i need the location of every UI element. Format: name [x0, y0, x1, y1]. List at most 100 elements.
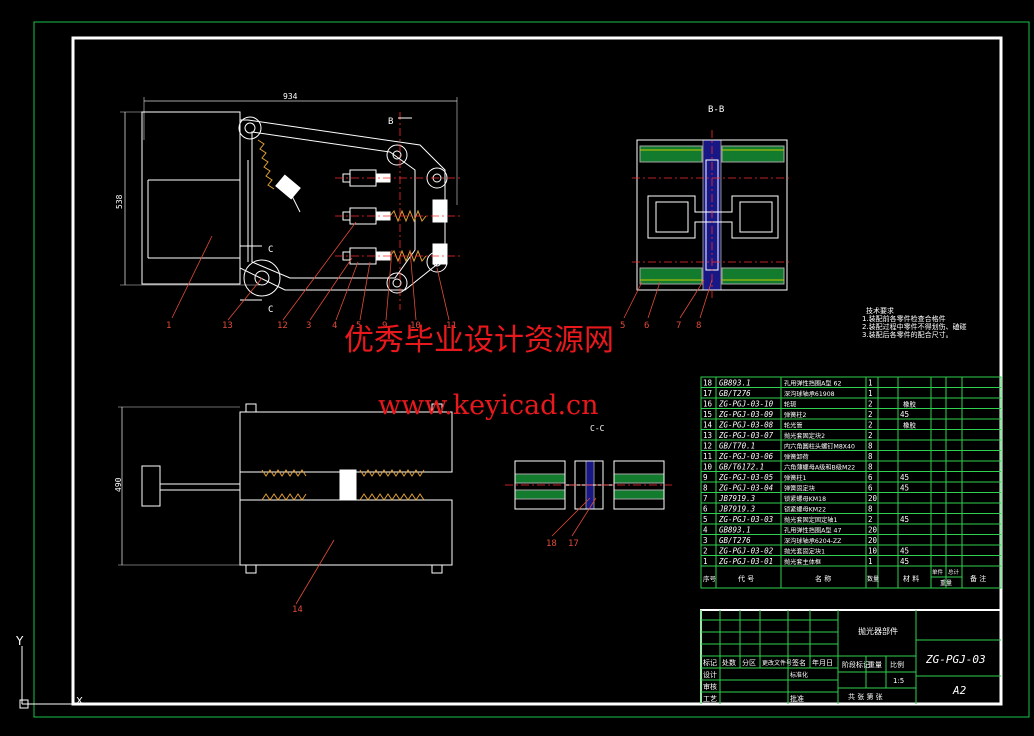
bom-row-name: 深沟球轴承61908	[784, 390, 835, 398]
view-mark-b: B	[388, 117, 393, 127]
cc-label-17: 17	[568, 539, 579, 549]
bom-row-name: 弹簧柱1	[784, 474, 807, 482]
dim-width: 934	[283, 92, 298, 101]
bom-row-qty: 8	[868, 452, 873, 461]
bom-header-qty: 数量	[867, 575, 879, 583]
bom-header-note: 备 注	[970, 574, 986, 583]
bom-row-code: ZG-PGJ-03-08	[718, 421, 774, 430]
watermark-url: www.keyicad.cn	[378, 390, 599, 421]
bom-row-qty: 8	[868, 505, 873, 514]
bom-row-code: JB7919.3	[718, 494, 756, 503]
bom-row-no: 16	[703, 400, 713, 409]
ucs-y-label: Y	[15, 634, 24, 648]
tech-note-2: 2.装配过程中零件不得划伤、磕碰	[862, 322, 967, 331]
bom-row-qty: 2	[868, 515, 873, 524]
bom-row-material: 45	[900, 515, 909, 524]
bom-row-code: ZG-PGJ-03-10	[718, 400, 774, 409]
front-label-5: 5	[356, 321, 361, 331]
rev-label-zone: 分区	[742, 658, 756, 667]
bom-row-material: 45	[900, 557, 909, 566]
section-cc-view	[505, 460, 672, 537]
part-name: 抛光器部件	[858, 626, 898, 636]
bom-row-no: 1	[703, 557, 708, 566]
ucs-icon	[19, 646, 76, 709]
front-view	[120, 97, 460, 321]
bom-row-qty: 1	[868, 389, 873, 398]
front-label-4: 4	[332, 321, 337, 331]
bom-row-name: 深沟球轴承6204-ZZ	[784, 537, 841, 545]
sign-approve: 批准	[790, 694, 804, 703]
bom-row-qty: 1	[868, 379, 873, 388]
bottom-label-14: 14	[292, 605, 303, 615]
rev-label-count: 处数	[722, 658, 736, 667]
bom-row-code: ZG-PGJ-03-05	[718, 473, 774, 482]
bom-row-no: 10	[703, 463, 713, 472]
bom-row-qty: 6	[868, 473, 873, 482]
bom-row-name: 锁紧螺母KM18	[784, 495, 826, 503]
bom-row-material: 45	[900, 410, 909, 419]
bom-header-weight: 重量	[940, 579, 952, 587]
bom-row-name: 轮轭	[784, 401, 796, 409]
section-bb-view	[623, 130, 792, 319]
front-label-13: 13	[222, 321, 233, 331]
bom-row-name: 抛光套主体框	[784, 558, 821, 566]
bom-header-unit: 单件	[932, 568, 944, 576]
tech-note-1: 1.装配前各零件检查合格件	[862, 314, 946, 323]
bom-row-code: ZG-PGJ-03-01	[718, 557, 773, 566]
bom-row-no: 11	[703, 452, 712, 461]
bom-header-total: 总计	[948, 568, 960, 576]
section-mark-c-top: C	[268, 245, 273, 255]
front-label-11: 11	[446, 321, 457, 331]
watermark-cn: 优秀毕业设计资源网	[344, 323, 614, 358]
bom-row-no: 14	[703, 421, 713, 430]
bom-row-qty: 2	[868, 421, 873, 430]
bom-row-code: GB/T276	[719, 536, 751, 545]
bom-row-no: 2	[703, 547, 708, 556]
bom-row-name: 孔用弹性挡圈A型 47	[784, 527, 841, 535]
sheet-size: A2	[952, 684, 967, 697]
bottom-view	[118, 403, 453, 605]
bom-row-name: 锁紧螺母KM22	[784, 506, 826, 514]
bom-row-name: 抛光套固定块2	[784, 432, 825, 440]
bom-row-qty: 2	[868, 431, 873, 440]
bom-row-material: 45	[900, 547, 909, 556]
bom-row-code: GB/T70.1	[719, 442, 755, 451]
bom-row-code: JB7919.3	[718, 505, 756, 514]
bom-row-name: 弹簧固定块	[784, 485, 815, 493]
bom-row-no: 17	[703, 389, 712, 398]
bom-header-name: 名 称	[815, 574, 831, 583]
bb-label-7: 7	[676, 321, 681, 331]
bom-row-code: GB/T6172.1	[719, 463, 764, 472]
rev-label-date: 年月日	[812, 658, 833, 667]
bom-row-code: ZG-PGJ-03-02	[718, 547, 774, 556]
rev-label-doc: 更改文件号	[762, 659, 792, 667]
bom-row-no: 5	[703, 515, 708, 524]
outer-sheet-border	[33, 21, 1030, 718]
sign-process: 工艺	[703, 695, 717, 703]
title-block	[700, 609, 1002, 705]
bom-row-code: ZG-PGJ-03-07	[718, 431, 774, 440]
section-title-cc: C-C	[590, 424, 605, 433]
dim-height: 538	[115, 194, 124, 209]
weight-label: 重量	[868, 661, 882, 669]
bom-row-code: ZG-PGJ-03-04	[718, 484, 773, 493]
bom-row-no: 8	[703, 484, 708, 493]
rev-label-sign: 签名	[792, 658, 806, 667]
front-label-9: 9	[382, 321, 387, 331]
bom-row-qty: 1	[868, 557, 873, 566]
bb-label-6: 6	[644, 321, 649, 331]
bom-header-no: 序号	[703, 574, 717, 583]
bom-row-qty: 20	[868, 494, 878, 503]
section-mark-c-bottom: C	[268, 305, 273, 315]
scale-value: 1:5	[893, 677, 904, 685]
bom-row-no: 18	[703, 379, 713, 388]
bom-row-code: GB893.1	[719, 526, 751, 535]
bom-header-code: 代 号	[738, 574, 754, 583]
tech-note-3: 3.装配后各零件的配合尺寸。	[862, 330, 953, 339]
bb-label-5: 5	[620, 321, 625, 331]
bom-row-qty: 20	[868, 536, 878, 545]
drawing-number: ZG-PGJ-03	[925, 653, 986, 666]
bom-row-name: 孔用弹性挡圈A型 62	[784, 380, 841, 388]
bom-row-no: 6	[703, 505, 708, 514]
